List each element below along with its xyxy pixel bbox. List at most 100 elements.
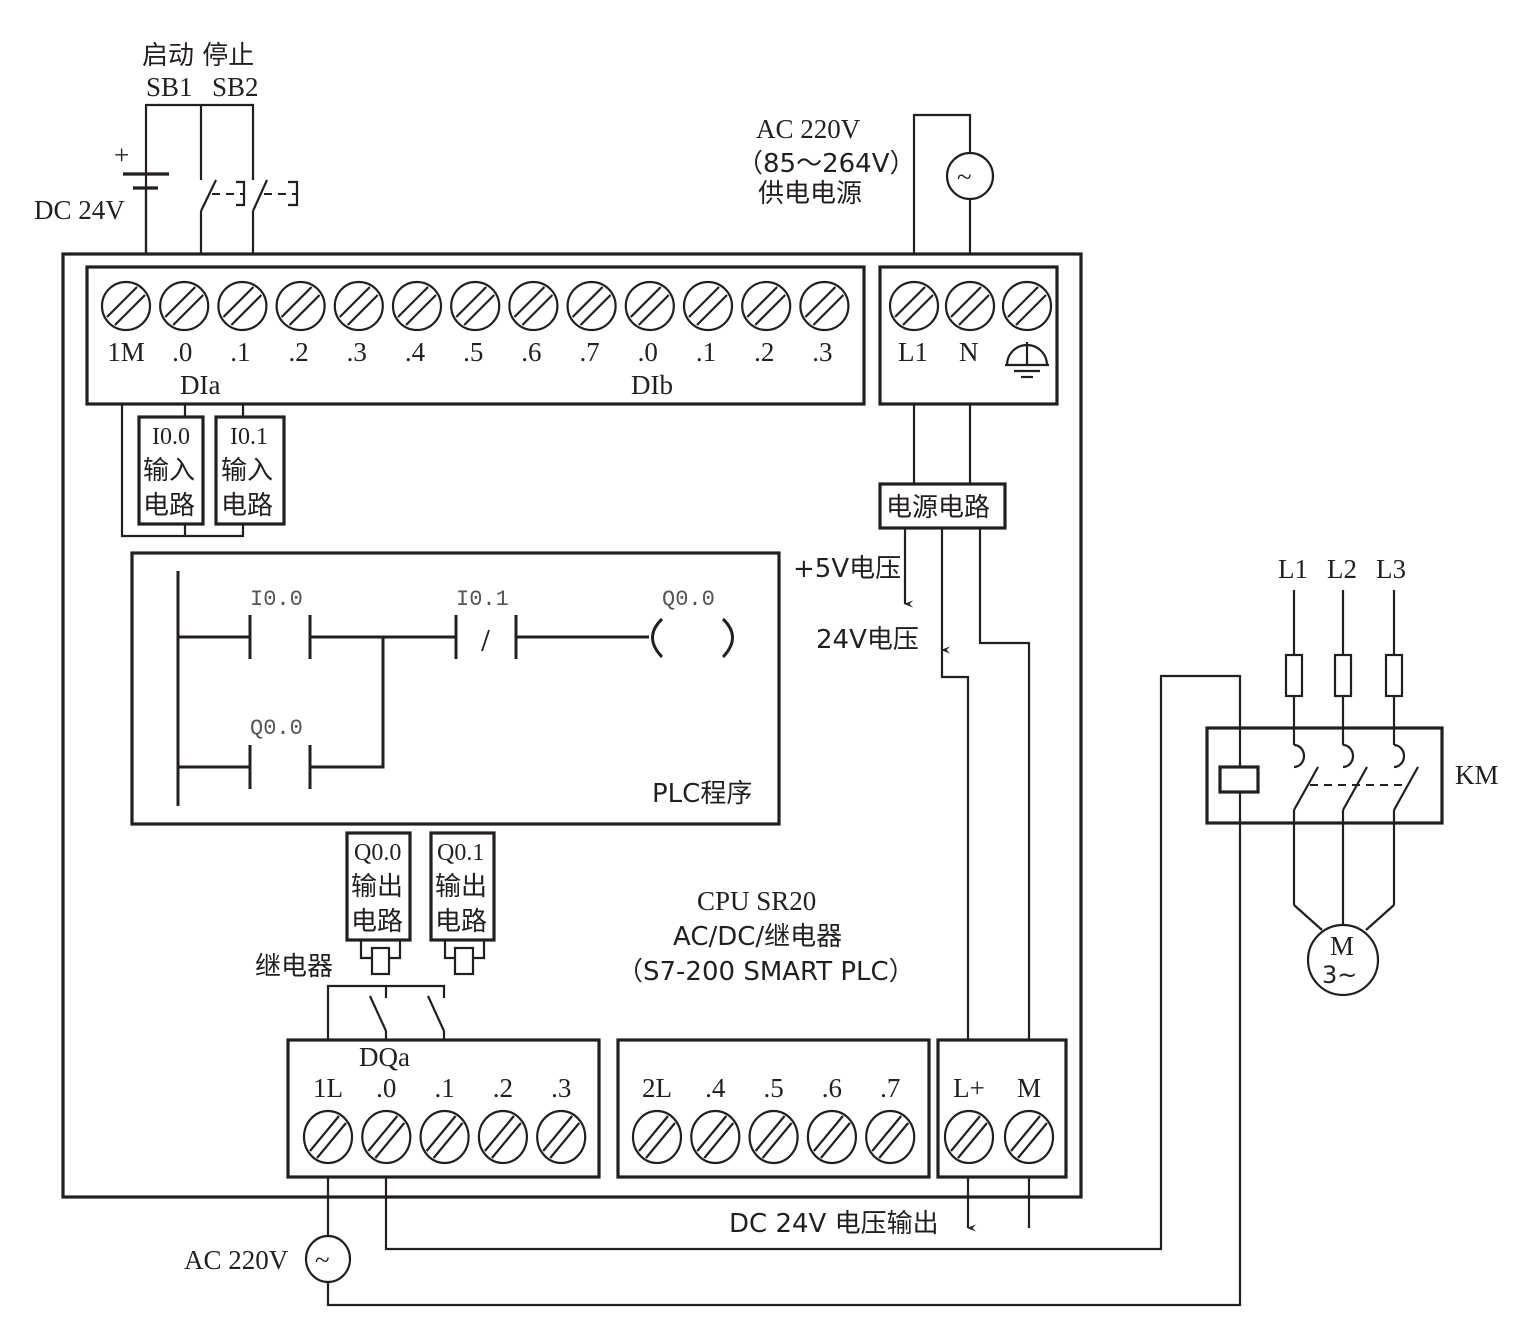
di-terminal-label: .1	[230, 337, 250, 367]
contactor-coil	[1218, 765, 1260, 794]
wire-q00-to-coil	[384, 674, 1242, 1251]
cpu-model: CPU SR20 AC/DC/继电器 （S7-200 SMART PLC）	[617, 886, 915, 987]
fuse-l3	[1384, 653, 1404, 698]
input-line2-1: 电路	[221, 491, 273, 521]
dq-terminal-label: .1	[434, 1073, 454, 1103]
input-power-section: 启动 停止 SB1 SB2 + DC 24V	[34, 41, 299, 253]
phase-l3: L3	[1376, 554, 1406, 584]
plc-enclosure	[61, 252, 1083, 1199]
di-terminal-label: .1	[696, 337, 716, 367]
contact-i01-label: I0.1	[456, 587, 509, 612]
input-line1-0: 输入	[143, 456, 195, 486]
dq-terminal-block-b: 2L.4.5.6.7	[616, 1038, 931, 1179]
terminal-label-n: N	[959, 337, 979, 367]
bottom-wiring: DC 24V 电压输出 ~ AC 220V	[184, 674, 1242, 1307]
cpu-line2: AC/DC/继电器	[673, 922, 842, 952]
cpu-line3: （S7-200 SMART PLC）	[617, 957, 915, 987]
coil-q00-label: Q0.0	[662, 587, 715, 612]
output-line2-0: 电路	[351, 907, 403, 937]
phase-l2: L2	[1327, 554, 1357, 584]
dq-terminal-block-c: L+ M	[936, 1038, 1068, 1179]
di-terminal-label: .3	[347, 337, 367, 367]
group-dia: DIa	[180, 370, 220, 400]
dc24v-label: DC 24V	[34, 195, 125, 225]
plus-sign: +	[114, 140, 129, 170]
relay-coil-q01	[443, 940, 486, 976]
psu-label: 电源电路	[886, 493, 990, 523]
di-terminal-label: .7	[579, 337, 599, 367]
supply-line3: 供电电源	[758, 179, 862, 209]
supply-wire-l1	[912, 113, 972, 253]
output-line1-1: 输出	[435, 872, 487, 902]
wire-24v-to-lplus	[940, 650, 970, 1040]
group-dqa: DQa	[359, 1042, 410, 1072]
fuse-l1	[1284, 653, 1304, 698]
load-ac-label: AC 220V	[184, 1245, 289, 1275]
input-circuit-i00	[137, 415, 205, 526]
program-box	[130, 551, 781, 826]
psu-5v-label: +5V电压	[793, 554, 901, 584]
output-line1-0: 输出	[351, 872, 403, 902]
wire-m-to-m	[978, 528, 1031, 1040]
main-contacts	[1293, 743, 1419, 811]
sb2-label: SB2	[212, 72, 259, 102]
load-ac-symbol: ~	[315, 1245, 330, 1275]
contactor-km	[1205, 726, 1444, 825]
sb2-stop-button[interactable]	[251, 150, 299, 253]
di-terminal-label: .5	[463, 337, 483, 367]
dc-out-label: DC 24V 电压输出	[729, 1209, 939, 1239]
protective-earth-icon	[1005, 342, 1049, 379]
relay-contact-q00	[368, 995, 388, 1032]
power-terminal-block: L1 N	[878, 265, 1059, 406]
dq-terminal-label: .2	[493, 1073, 513, 1103]
battery-top-wire	[144, 103, 255, 174]
psu-24v-label: 24V电压	[816, 625, 919, 655]
di-terminal-label: .0	[638, 337, 658, 367]
ac-supply-section: AC 220V （85～264V） 供电电源 ~	[737, 113, 995, 253]
fuse-l2	[1333, 653, 1353, 698]
dq-terminal-label: .6	[822, 1073, 842, 1103]
phase-l1: L1	[1278, 554, 1308, 584]
supply-line2: （85～264V）	[737, 149, 916, 179]
dq-terminal-label: L+	[953, 1073, 985, 1103]
dq-terminal-block-a: DQa 1L.0.1.2.3	[286, 1038, 601, 1179]
psu-box	[878, 482, 1007, 530]
input-circuits: I0.0 输入 电路 I0.1 输入 电路	[120, 404, 286, 538]
output-line2-1: 电路	[435, 907, 487, 937]
input-line1-1: 输入	[221, 456, 273, 486]
di-terminal-label: 1M	[107, 337, 145, 367]
di-terminal-label: .2	[288, 337, 308, 367]
ac-source-symbol: ~	[957, 162, 972, 192]
di-terminal-label: .2	[754, 337, 774, 367]
input-addr-1: I0.1	[230, 424, 268, 450]
motor-m-label: M	[1330, 931, 1354, 961]
output-circuit-q00	[345, 831, 412, 942]
output-addr-1: Q0.1	[437, 840, 484, 866]
sb1-label: SB1	[146, 72, 193, 102]
relay-coil-q00	[359, 940, 402, 976]
input-addr-0: I0.0	[152, 424, 190, 450]
dq-terminal-label: .7	[880, 1073, 900, 1103]
output-circuit-q01	[429, 831, 496, 942]
program-title: PLC程序	[652, 779, 752, 809]
dq-terminal-label: .3	[551, 1073, 571, 1103]
contact-i00-label: I0.0	[250, 587, 303, 612]
coil-q00[interactable]	[651, 617, 734, 659]
dq-terminal-label: 1L	[313, 1073, 343, 1103]
dq-terminal-label: .5	[763, 1073, 783, 1103]
di-terminal-label: .6	[521, 337, 541, 367]
dq-terminal-label: M	[1017, 1073, 1041, 1103]
group-dib: DIb	[631, 370, 673, 400]
motor-type-label: 3~	[1322, 961, 1357, 989]
output-circuits: Q0.0 输出 电路 Q0.1 输出 电路 继电器	[255, 831, 496, 1040]
sb1-start-button[interactable]	[199, 105, 246, 253]
di-terminal-label: .3	[812, 337, 832, 367]
contactor-label: KM	[1455, 760, 1499, 790]
dq-terminal-label: 2L	[642, 1073, 672, 1103]
input-line2-0: 电路	[143, 491, 195, 521]
contact-q00-seal-label: Q0.0	[250, 716, 303, 741]
common-wire-1m	[120, 404, 245, 538]
supply-line1: AC 220V	[756, 114, 861, 144]
relay-contact-q01	[426, 995, 446, 1032]
